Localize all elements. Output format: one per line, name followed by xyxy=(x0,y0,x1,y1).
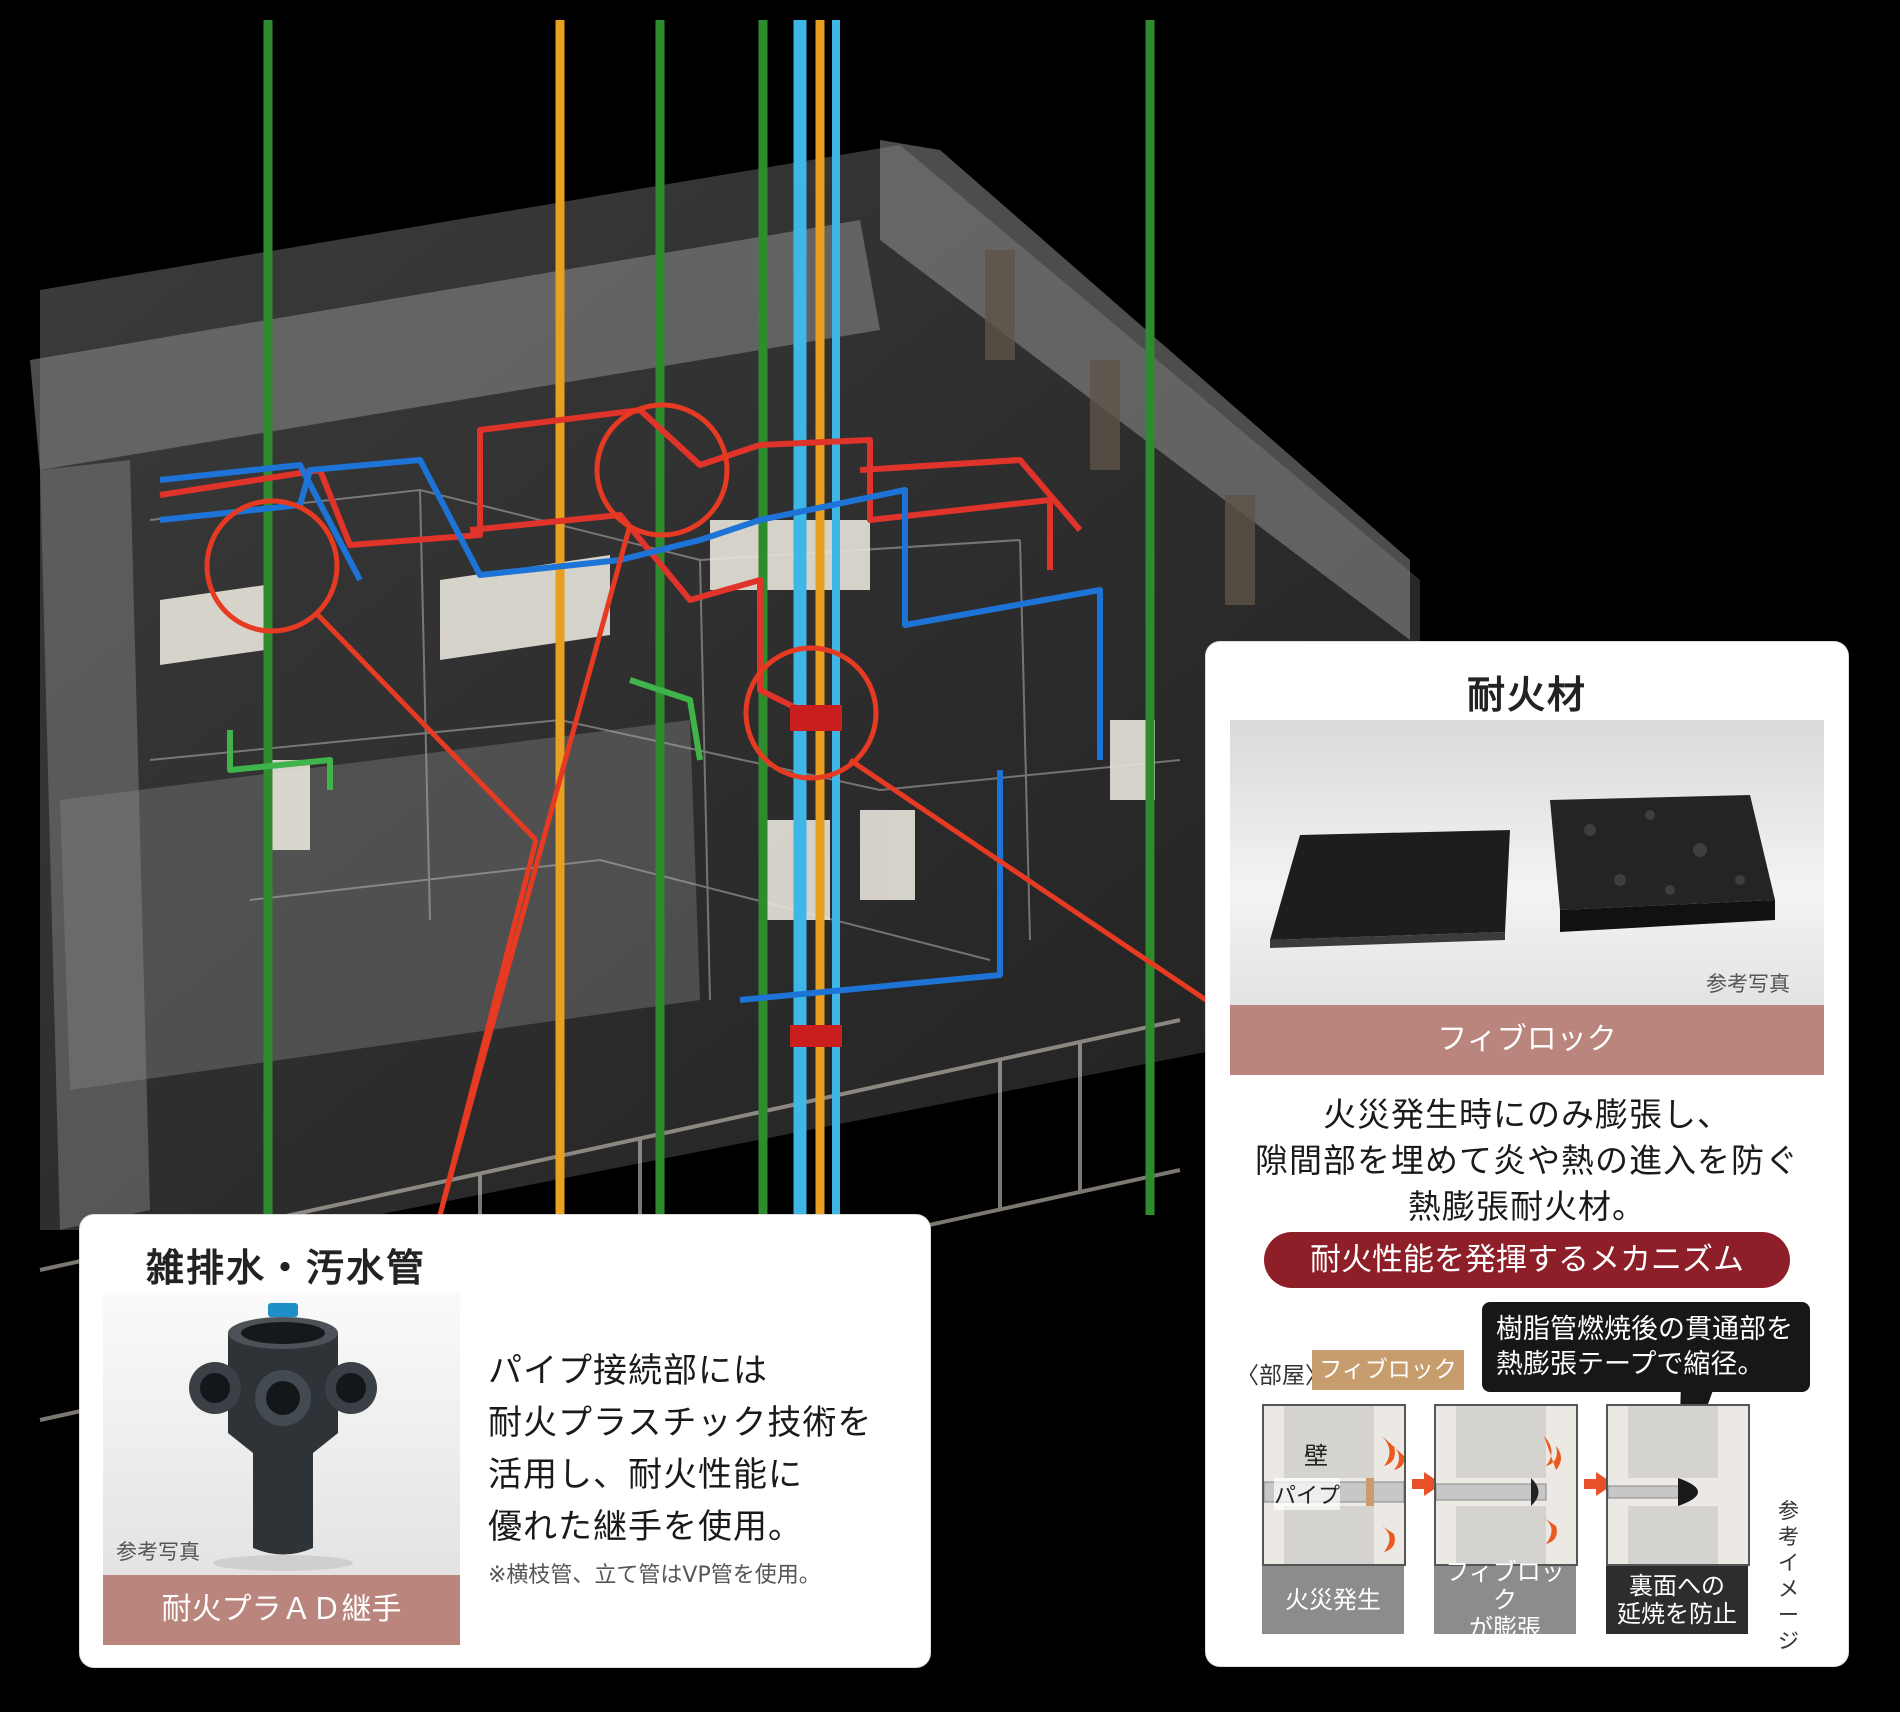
callout-line: 樹脂管燃焼後の貫通部を xyxy=(1496,1314,1793,1345)
right-wall-windows xyxy=(985,250,1255,605)
stage-label-line2: 延焼を防止 xyxy=(1617,1600,1737,1628)
wall-label: 壁 xyxy=(1304,1442,1328,1470)
material-photo xyxy=(1230,720,1824,1005)
product-name-band: フィブロック xyxy=(1230,1005,1824,1075)
material-tag: フィブロック xyxy=(1312,1350,1464,1390)
wall-section-diagram xyxy=(1264,1406,1404,1564)
mechanism-title: 耐火性能を発揮するメカニズム xyxy=(1264,1232,1790,1288)
pipe-joint-panel: 雑排水・汚水管 参考写真 耐火プラＡＤ継手 パイプ接続部には 耐火プラスチック技… xyxy=(80,1215,930,1667)
highlight-markers xyxy=(204,402,1208,1216)
floor-slab xyxy=(40,145,1420,1230)
stage-label: 裏面への延焼を防止 xyxy=(1606,1566,1748,1634)
description-line: 隙間部を埋めて炎や熱の進入を防ぐ xyxy=(1255,1141,1799,1180)
description: 火災発生時にのみ膨張し、 隙間部を埋めて炎や熱の進入を防ぐ 熱膨張耐火材。 xyxy=(1206,1092,1848,1230)
description-line: パイプ接続部には xyxy=(488,1351,768,1391)
back-wall xyxy=(30,220,880,470)
callout-box: 樹脂管燃焼後の貫通部を 熱膨張テープで縮径。 xyxy=(1482,1302,1810,1392)
fireproof-material-panel: 耐火材 参考写真 フィブロック 火災発生時にのみ膨張し、 隙間部を埋めて炎や熱の… xyxy=(1206,642,1848,1666)
description-line: 優れた継手を使用。 xyxy=(488,1507,803,1547)
description-line: 耐火プラスチック技術を xyxy=(488,1403,873,1443)
fire-stop-collars xyxy=(790,705,842,1047)
wall-section-diagram xyxy=(1436,1406,1561,1564)
pipe-label: パイプ xyxy=(1274,1478,1341,1510)
footnote: ※横枝管、立て管はVP管を使用。 xyxy=(488,1563,821,1588)
description-line: 活用し、耐火性能に xyxy=(488,1455,803,1495)
panel-title: 雑排水・汚水管 xyxy=(146,1246,427,1290)
left-wall xyxy=(40,460,150,1230)
panel-title: 耐火材 xyxy=(1466,673,1587,717)
stage-label: 火災発生 xyxy=(1262,1566,1404,1634)
fibrock-sheet-image xyxy=(1270,795,1775,948)
image-note: 参考イメージ xyxy=(1778,1499,1799,1653)
product-name-band: 耐火プラＡＤ継手 xyxy=(103,1575,460,1645)
supply-pipes xyxy=(159,407,1103,1003)
description-line: 火災発生時にのみ膨張し、 xyxy=(1323,1095,1731,1134)
description: パイプ接続部には 耐火プラスチック技術を 活用し、耐火性能に 優れた継手を使用。 xyxy=(488,1345,872,1553)
stage-label-line1: フィブロック xyxy=(1445,1558,1565,1614)
stage-label-line1: 火災発生 xyxy=(1285,1586,1381,1614)
stage-prevent-spread xyxy=(1606,1404,1750,1566)
description-line: 熱膨張耐火材。 xyxy=(1408,1187,1646,1226)
photo-note: 参考写真 xyxy=(116,1540,200,1564)
fire-resistant-joint-image xyxy=(189,1303,377,1571)
product-photo xyxy=(103,1293,460,1575)
stage-label: フィブロックが膨張 xyxy=(1434,1558,1576,1642)
photo-note: 参考写真 xyxy=(1706,972,1790,996)
callout-line: 熱膨張テープで縮径。 xyxy=(1496,1349,1765,1380)
stage-label-line1: 裏面への xyxy=(1629,1572,1725,1600)
vertical-risers xyxy=(263,20,1155,1215)
stage-label-line2: が膨張 xyxy=(1469,1614,1541,1642)
front-wall xyxy=(60,720,700,1090)
stage-fibrock-expands xyxy=(1434,1404,1578,1566)
wall-section-diagram xyxy=(1608,1406,1718,1564)
